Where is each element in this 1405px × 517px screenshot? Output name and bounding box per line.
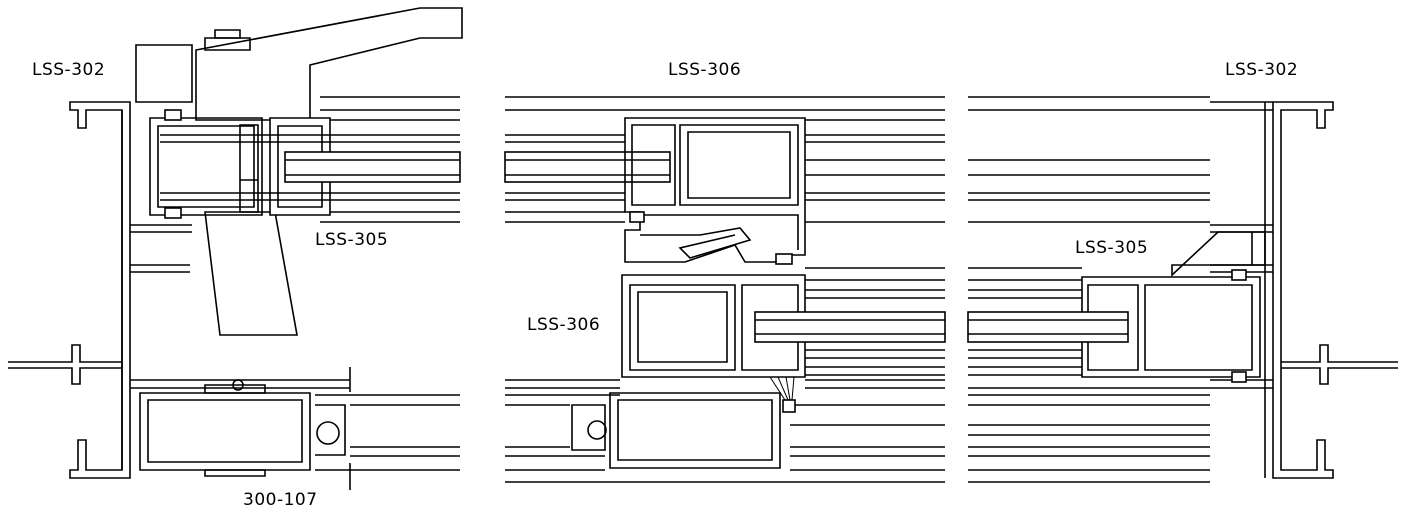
label-middle-top: LSS-306 [668,60,742,80]
label-middle-sash: LSS-306 [527,315,601,335]
label-left-frame: LSS-302 [32,60,106,80]
middle-bottom-track [571,392,781,469]
right-frame-profile [1171,101,1398,479]
middle-lower-sash [621,274,946,413]
label-right-sash: LSS-305 [1075,238,1149,258]
left-sash-profile [149,96,461,223]
left-frame-profile [8,101,350,479]
label-left-sash: LSS-305 [315,230,389,250]
left-bottom-track [139,367,460,490]
middle-long-lines [505,96,945,483]
handle-icon [135,7,463,336]
right-sash-profile [967,269,1261,383]
right-long-lines [968,96,1210,483]
middle-upper-sash [504,117,806,265]
label-bottom-track: 300-107 [243,490,318,510]
label-right-frame: LSS-302 [1225,60,1299,80]
